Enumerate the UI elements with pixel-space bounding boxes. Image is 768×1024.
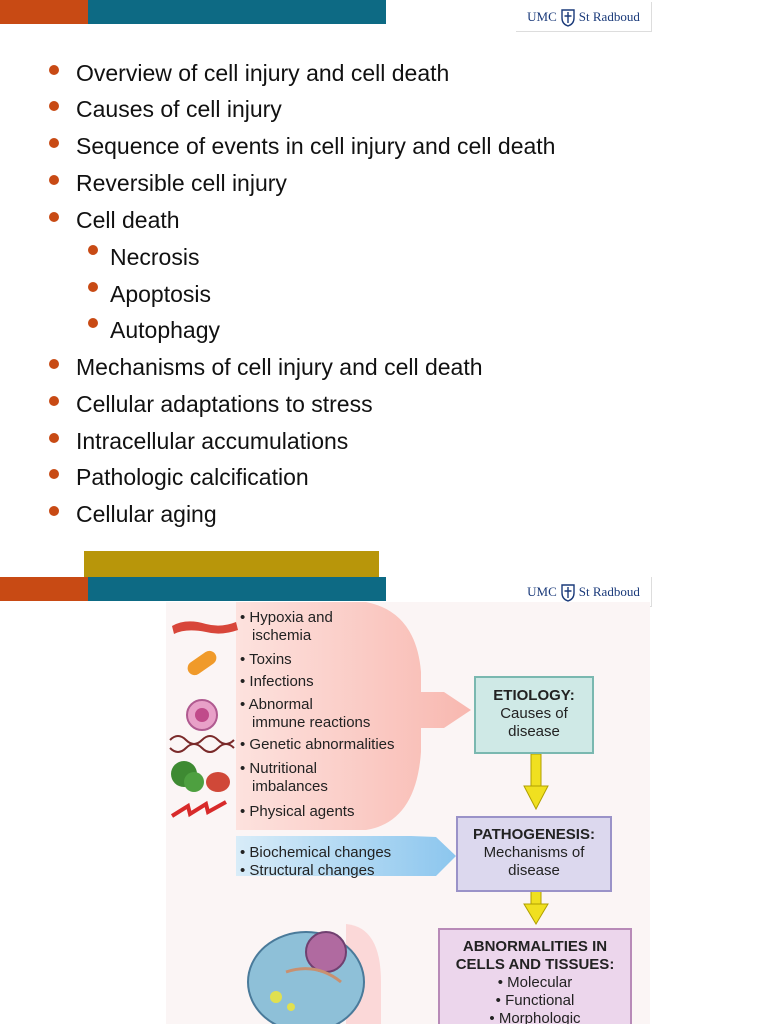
lightning-icon	[170, 800, 227, 818]
down-arrow-shaft	[530, 753, 542, 787]
down-arrow-head	[523, 785, 549, 811]
pathogenesis-line: Mechanisms of	[483, 844, 585, 861]
abnormalities-title: ABNORMALITIES IN	[462, 938, 608, 955]
cause-item: • Genetic abnormalities	[240, 736, 395, 753]
bullet-item: Sequence of events in cell injury and ce…	[49, 132, 555, 160]
abnormality-item: • Functional	[495, 992, 575, 1009]
down-arrow-shaft	[530, 889, 542, 905]
down-arrow-head	[523, 903, 549, 925]
bullet-item: Mechanisms of cell injury and cell death	[49, 353, 483, 381]
bullet-item: Cellular adaptations to stress	[49, 390, 373, 418]
bullet-dot	[49, 65, 59, 75]
cause-item: • Abnormal	[240, 696, 313, 713]
logo-umc-text: UMC	[527, 8, 557, 24]
cause-item: • Physical agents	[240, 803, 355, 820]
logo-umc-text: UMC	[527, 583, 557, 599]
cell-icon	[247, 931, 365, 1024]
causes-arrow-shape	[236, 602, 471, 830]
header-bar-teal	[88, 0, 386, 24]
pathogenesis-box: PATHOGENESIS: Mechanisms of disease	[456, 816, 612, 892]
header-bar-orange	[0, 0, 88, 24]
bullet-item: Reversible cell injury	[49, 169, 287, 197]
bullet-dot	[88, 245, 98, 255]
abnormality-item: • Molecular	[497, 974, 573, 991]
cause-item: immune reactions	[252, 714, 371, 731]
crest-icon	[561, 583, 575, 602]
logo-radboud-text: St Radboud	[578, 583, 640, 599]
etiology-line: disease	[508, 723, 560, 740]
toxin-capsule-icon	[187, 650, 217, 676]
bullet-item: Causes of cell injury	[49, 95, 282, 123]
bullet-item: Cellular aging	[49, 500, 217, 528]
sub-bullet-item: Necrosis	[88, 243, 199, 271]
bullet-dot	[49, 138, 59, 148]
cause-item: • Nutritional	[240, 760, 317, 777]
bullet-dot	[88, 282, 98, 292]
pathogenesis-line: disease	[508, 862, 560, 879]
bullet-item: Pathologic calcification	[49, 463, 309, 491]
cause-item: • Hypoxia and	[240, 609, 333, 626]
etiology-title: ETIOLOGY:	[493, 687, 575, 704]
bullet-item: Cell death	[49, 206, 180, 234]
diagram-background-shapes	[169, 602, 549, 1024]
abnormalities-box: ABNORMALITIES IN CELLS AND TISSUES: • Mo…	[438, 928, 632, 1024]
disease-diagram: • Hypoxia and ischemia • Toxins • Infect…	[166, 602, 650, 1024]
abnormalities-title: CELLS AND TISSUES:	[455, 956, 615, 973]
change-item: • Structural changes	[240, 862, 375, 879]
bullet-item: Intracellular accumulations	[49, 427, 348, 455]
abnormality-item: • Morphologic	[489, 1010, 581, 1024]
cause-item: • Infections	[240, 673, 314, 690]
cause-item: • Toxins	[240, 651, 292, 668]
cause-item: ischemia	[252, 627, 312, 644]
sub-bullet-item: Apoptosis	[88, 280, 211, 308]
bullet-dot	[49, 433, 59, 443]
umc-logo: UMC St Radboud	[516, 2, 652, 32]
change-item: • Biochemical changes	[240, 844, 392, 861]
bullet-dot	[49, 175, 59, 185]
food-icon	[171, 761, 230, 792]
bullet-dot	[88, 318, 98, 328]
cause-item: imbalances	[252, 778, 328, 795]
dna-icon	[169, 735, 235, 753]
etiology-box: ETIOLOGY: Causes of disease	[474, 676, 594, 754]
sub-bullet-item: Autophagy	[88, 316, 220, 344]
logo-radboud-text: St Radboud	[578, 8, 640, 24]
bullet-dot	[49, 359, 59, 369]
footer-bar-gold	[84, 551, 379, 577]
changes-arrow-shape	[236, 836, 456, 876]
infection-cell-icon	[186, 699, 218, 731]
etiology-line: Causes of	[500, 705, 568, 722]
bullet-dot	[49, 212, 59, 222]
bullet-dot	[49, 396, 59, 406]
header-bar-teal	[88, 577, 386, 601]
crest-icon	[561, 8, 575, 27]
header-bar-orange	[0, 577, 88, 601]
pathogenesis-title: PATHOGENESIS:	[473, 826, 595, 843]
bullet-item: Overview of cell injury and cell death	[49, 59, 449, 87]
bullet-dot	[49, 506, 59, 516]
bullet-dot	[49, 101, 59, 111]
blood-vessel-icon	[172, 621, 238, 634]
bullet-dot	[49, 469, 59, 479]
